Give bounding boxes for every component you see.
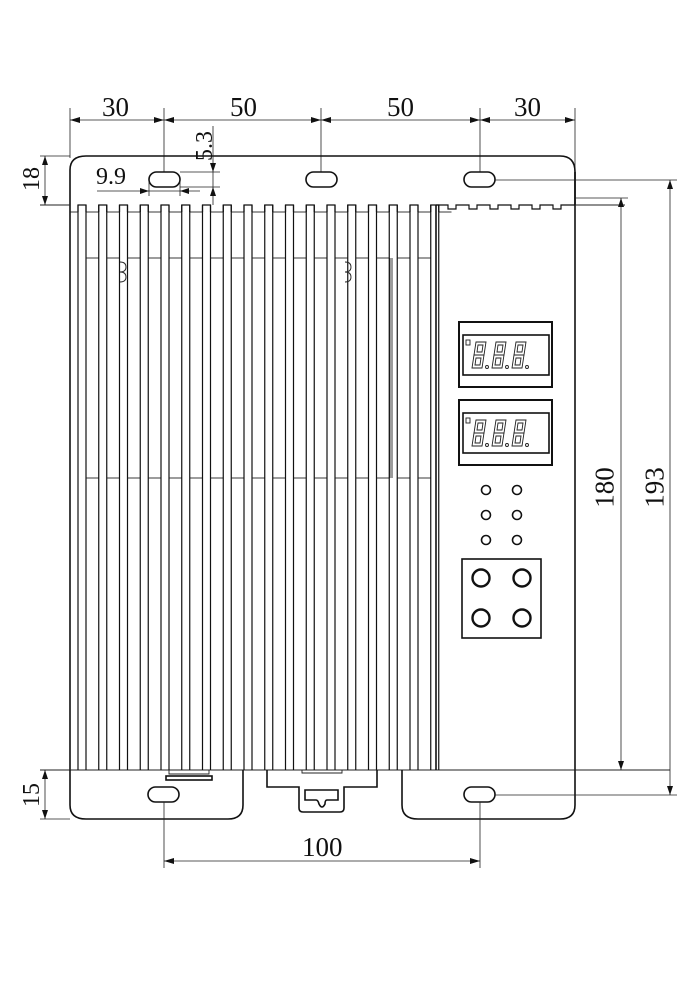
panel-top-notches: [436, 204, 575, 210]
button-3: [471, 608, 491, 628]
indicator-leds: [480, 484, 523, 546]
button-2: [512, 568, 532, 588]
slot-right: [463, 171, 496, 188]
din-clip: [266, 770, 378, 813]
led-indicator: [511, 534, 523, 546]
dim-label-50-left: 50: [230, 92, 257, 122]
dim-label-30-right: 30: [514, 92, 541, 122]
slot-center: [305, 171, 338, 188]
button-4: [512, 608, 532, 628]
bottom-flange-dimension: [40, 770, 70, 820]
led-indicator: [480, 484, 492, 496]
dim-label-top-flange: 18: [19, 167, 45, 191]
top-mounting-slots: [148, 171, 496, 188]
dim-label-bottom-flange: 15: [19, 783, 45, 807]
slot-left: [148, 171, 181, 188]
led-display-2: [458, 399, 553, 466]
dim-label-50-right: 50: [387, 92, 414, 122]
bottom-hole-dimension: [163, 802, 481, 868]
heatsink-fins: [70, 204, 452, 770]
fin-clip-details: [119, 258, 393, 478]
bottom-right-tab: [401, 770, 576, 820]
dim-label-overall-height: 193: [639, 467, 670, 508]
slot-dimension: [97, 126, 220, 205]
top-dimension-chain: [69, 108, 576, 178]
slot-bottom-right: [463, 786, 496, 803]
slot-bottom-left: [147, 786, 180, 803]
led-indicator: [480, 509, 492, 521]
dim-label-30-left: 30: [102, 92, 129, 122]
dim-label-slot-height: 5.3: [192, 131, 218, 161]
top-flange-dimension: [40, 155, 70, 205]
right-dimensions: [495, 179, 677, 796]
enclosure-outline: [40, 155, 670, 771]
bottom-left-tab: [69, 770, 244, 820]
dim-label-hole-spacing: 100: [302, 832, 343, 862]
led-indicator: [511, 484, 523, 496]
led-indicator: [480, 534, 492, 546]
dim-label-body-height: 180: [589, 467, 620, 508]
dim-label-slot-width: 9.9: [96, 164, 126, 190]
led-display-1: [458, 321, 553, 388]
led-displays: [458, 321, 553, 466]
keypad: [461, 558, 542, 639]
button-1: [471, 568, 491, 588]
bottom-flanges: [69, 770, 576, 820]
led-indicator: [511, 509, 523, 521]
